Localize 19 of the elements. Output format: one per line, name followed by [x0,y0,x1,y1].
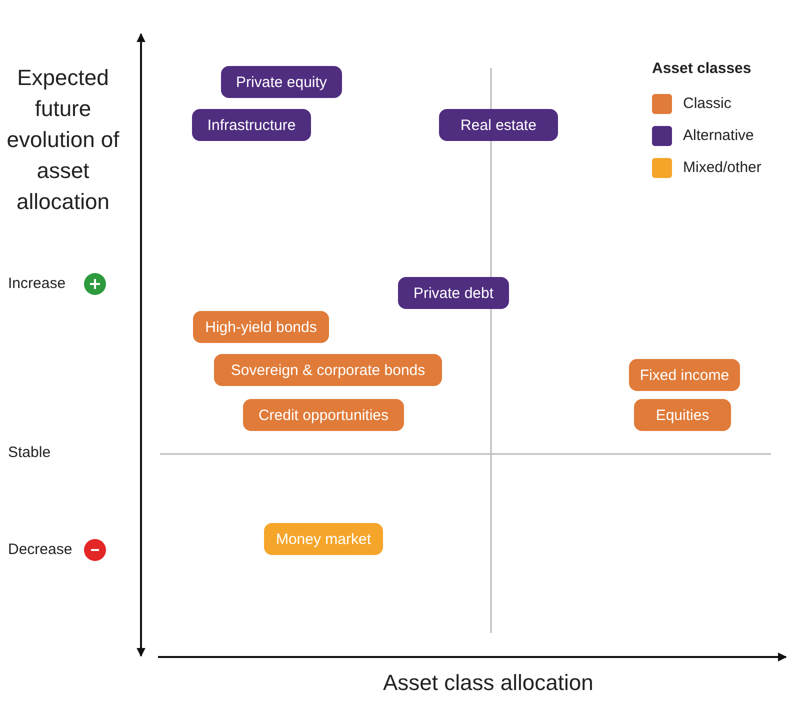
asset-class-tag: High-yield bonds [193,311,329,343]
legend-label: Classic [683,95,732,112]
asset-class-tag: Private equity [221,66,342,98]
y-axis-title: Expected future evolution of asset allocation [6,64,120,216]
asset-class-tag: Infrastructure [192,109,311,141]
asset-class-tag: Sovereign & corporate bonds [214,354,442,386]
level-label: Stable [8,444,52,461]
asset-class-tag: Fixed income [629,359,740,391]
asset-class-tag: Credit opportunities [243,399,404,431]
asset-class-tag: Money market [264,523,383,555]
legend-label: Mixed/other [683,159,762,176]
asset-class-tag: Equities [634,399,731,431]
asset-class-tag: Private debt [398,277,509,309]
asset-class-tag: Real estate [439,109,558,141]
level-label: Increase [8,275,67,292]
legend-title: Asset classes [652,60,752,77]
level-label: Decrease [8,541,74,558]
x-axis-title: Asset class allocation [383,670,594,696]
legend-label: Alternative [683,127,754,144]
